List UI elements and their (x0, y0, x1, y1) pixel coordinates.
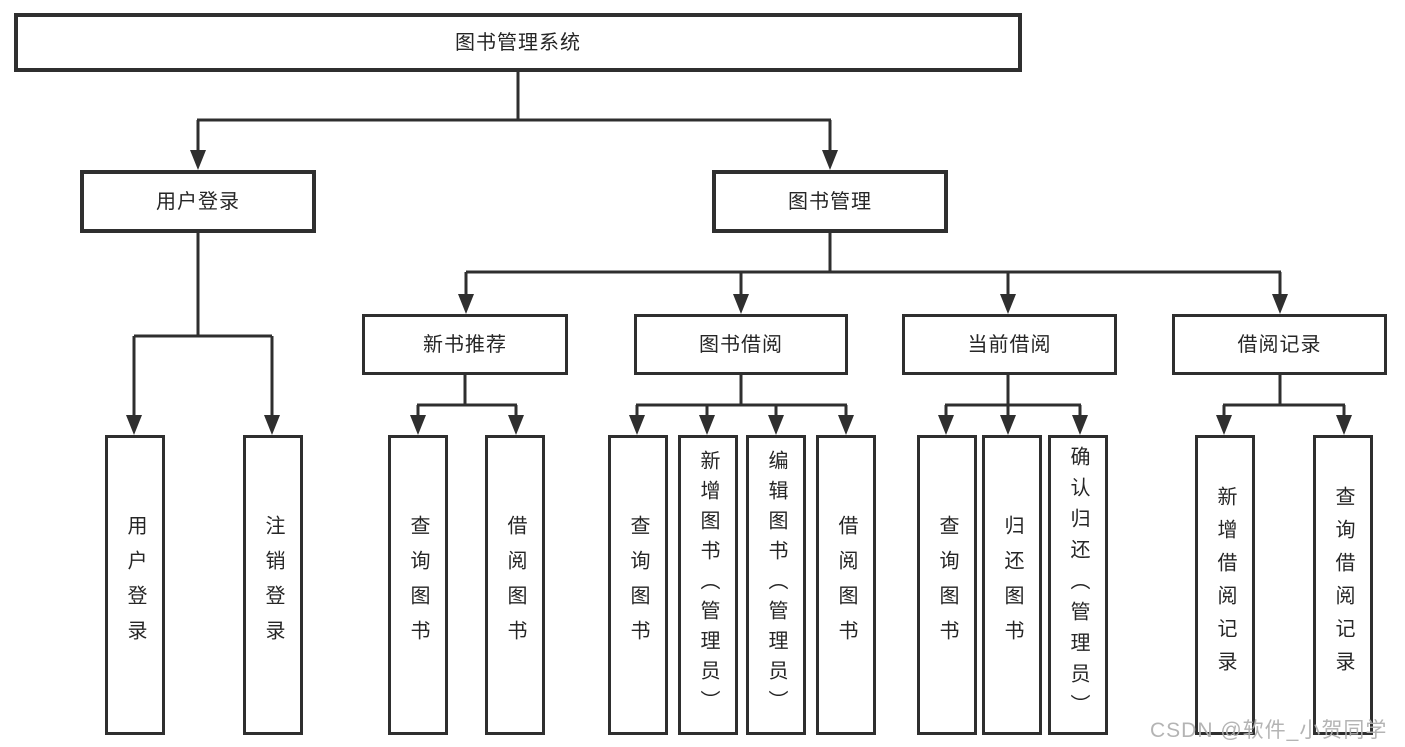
node-user-login: 用户登录 (80, 170, 316, 233)
arrowhead-icon (768, 415, 784, 435)
leaf-query-books-current: 查询图书 (917, 435, 977, 735)
node-book-borrowing: 图书借阅 (634, 314, 848, 375)
leaf-confirm-return-admin: 确认归还（管理员） (1048, 435, 1108, 735)
leaf-query-books-borrowing-label: 查询图书 (627, 515, 649, 655)
arrowhead-icon (1336, 415, 1352, 435)
leaf-edit-book-admin-label: 编辑图书（管理员） (765, 450, 787, 720)
arrowhead-icon (1000, 415, 1016, 435)
leaf-query-books-recommend-label: 查询图书 (407, 515, 429, 655)
leaf-borrow-books-recommend: 借阅图书 (485, 435, 545, 735)
arrowhead-icon (733, 294, 749, 314)
node-borrowing-records-label: 借阅记录 (1237, 333, 1322, 356)
leaf-return-book: 归还图书 (982, 435, 1042, 735)
arrowhead-icon (1216, 415, 1232, 435)
arrowhead-icon (508, 415, 524, 435)
arrowhead-icon (1000, 294, 1016, 314)
arrowhead-icon (458, 294, 474, 314)
node-book-borrowing-label: 图书借阅 (699, 333, 783, 356)
csdn-watermark: CSDN @软件_小贺同学 (1150, 719, 1388, 742)
arrowhead-icon (822, 150, 838, 170)
leaf-logout-label: 注销登录 (262, 515, 284, 655)
leaf-borrow-books-recommend-label: 借阅图书 (504, 515, 526, 655)
arrowhead-icon (264, 415, 280, 435)
leaf-confirm-return-admin-label: 确认归还（管理员） (1067, 445, 1089, 725)
node-new-book-recommend-label: 新书推荐 (423, 333, 507, 356)
arrowhead-icon (629, 415, 645, 435)
leaf-add-borrow-record-label: 新增借阅记录 (1214, 486, 1236, 684)
leaf-user-login-label: 用户登录 (124, 515, 146, 655)
leaf-query-books-current-label: 查询图书 (936, 515, 958, 655)
leaf-return-book-label: 归还图书 (1001, 515, 1023, 655)
arrowhead-icon (699, 415, 715, 435)
leaf-user-login: 用户登录 (105, 435, 165, 735)
leaf-query-borrow-record: 查询借阅记录 (1313, 435, 1373, 735)
node-current-borrowing: 当前借阅 (902, 314, 1117, 375)
leaf-query-borrow-record-label: 查询借阅记录 (1332, 486, 1354, 684)
node-book-management: 图书管理 (712, 170, 948, 233)
arrowhead-icon (1072, 415, 1088, 435)
node-root-label: 图书管理系统 (455, 31, 581, 54)
node-root: 图书管理系统 (14, 13, 1022, 72)
node-user-login-label: 用户登录 (156, 190, 240, 213)
leaf-edit-book-admin: 编辑图书（管理员） (746, 435, 806, 735)
leaf-query-books-borrowing: 查询图书 (608, 435, 668, 735)
leaf-add-book-admin-label: 新增图书（管理员） (697, 450, 719, 720)
node-current-borrowing-label: 当前借阅 (967, 333, 1052, 356)
arrowhead-icon (1272, 294, 1288, 314)
leaf-query-books-recommend: 查询图书 (388, 435, 448, 735)
leaf-add-borrow-record: 新增借阅记录 (1195, 435, 1255, 735)
arrowhead-icon (838, 415, 854, 435)
leaf-logout: 注销登录 (243, 435, 303, 735)
leaf-borrow-books-borrowing: 借阅图书 (816, 435, 876, 735)
arrowhead-icon (938, 415, 954, 435)
arrowhead-icon (410, 415, 426, 435)
leaf-borrow-books-borrowing-label: 借阅图书 (835, 515, 857, 655)
node-book-management-label: 图书管理 (788, 190, 872, 213)
leaf-add-book-admin: 新增图书（管理员） (678, 435, 738, 735)
arrowhead-icon (126, 415, 142, 435)
arrowhead-icon (190, 150, 206, 170)
node-borrowing-records: 借阅记录 (1172, 314, 1387, 375)
node-new-book-recommend: 新书推荐 (362, 314, 568, 375)
